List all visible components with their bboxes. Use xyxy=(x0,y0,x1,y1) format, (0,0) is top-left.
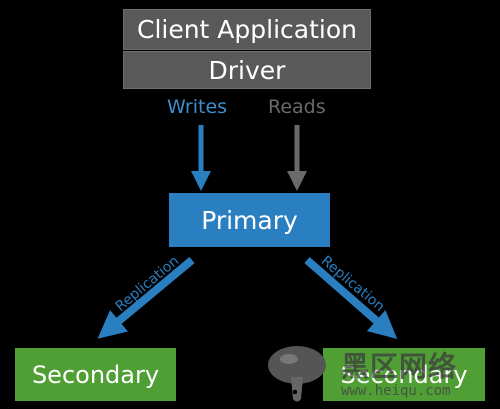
replication-arrow-right xyxy=(304,256,398,339)
driver-label: Driver xyxy=(208,55,286,85)
replication-arrow-left xyxy=(97,256,195,339)
writes-label: Writes xyxy=(167,96,228,118)
client-application-box: Client Application xyxy=(123,9,371,50)
secondary-box-left: Secondary xyxy=(15,348,176,401)
driver-box: Driver xyxy=(123,51,371,89)
replication-label-right: Replication xyxy=(318,253,388,315)
secondary-box-right: Secondary xyxy=(323,348,485,401)
primary-label: Primary xyxy=(201,205,298,235)
reads-label: Reads xyxy=(268,96,326,118)
replication-label-left: Replication xyxy=(113,253,183,315)
secondary-label-left: Secondary xyxy=(31,360,160,389)
primary-box: Primary xyxy=(169,193,330,247)
client-application-label: Client Application xyxy=(136,15,357,44)
secondary-label-right: Secondary xyxy=(340,360,468,389)
